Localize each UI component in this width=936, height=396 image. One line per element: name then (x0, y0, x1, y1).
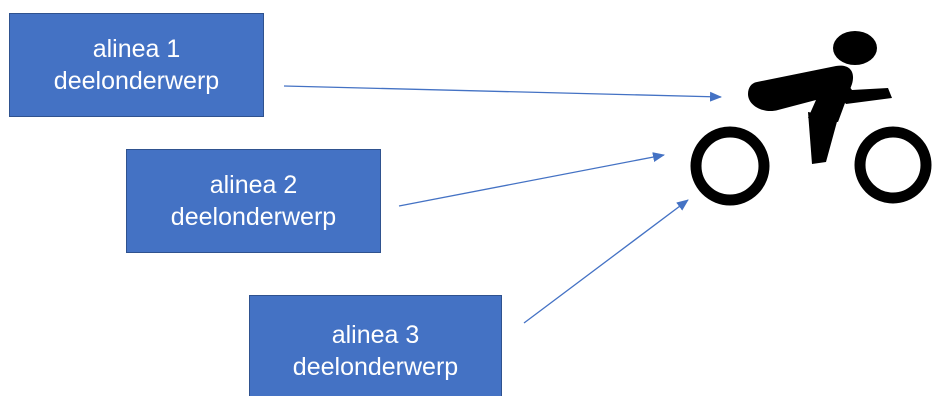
paragraph-box-3: alinea 3 deelonderwerp (249, 295, 502, 396)
paragraph-box-2: alinea 2 deelonderwerp (126, 149, 381, 253)
front-wheel (690, 126, 770, 206)
box-1-title: alinea 1 (92, 35, 181, 63)
box-2-title: alinea 2 (209, 171, 298, 199)
rider-head (833, 31, 877, 65)
box-1-subtitle: deelonderwerp (53, 67, 220, 95)
arrow-3 (523, 199, 689, 324)
box-3-title: alinea 3 (331, 321, 420, 349)
box-2-subtitle: deelonderwerp (170, 203, 337, 231)
rider-torso (748, 65, 854, 122)
rear-wheel (854, 126, 932, 204)
box-3-subtitle: deelonderwerp (292, 353, 459, 381)
rider-arm (832, 74, 892, 104)
arrow-2 (398, 152, 665, 207)
arrow-1 (283, 85, 722, 102)
cyclist-icon (690, 31, 932, 206)
paragraph-box-1: alinea 1 deelonderwerp (9, 13, 264, 117)
rider-leg (808, 112, 838, 164)
